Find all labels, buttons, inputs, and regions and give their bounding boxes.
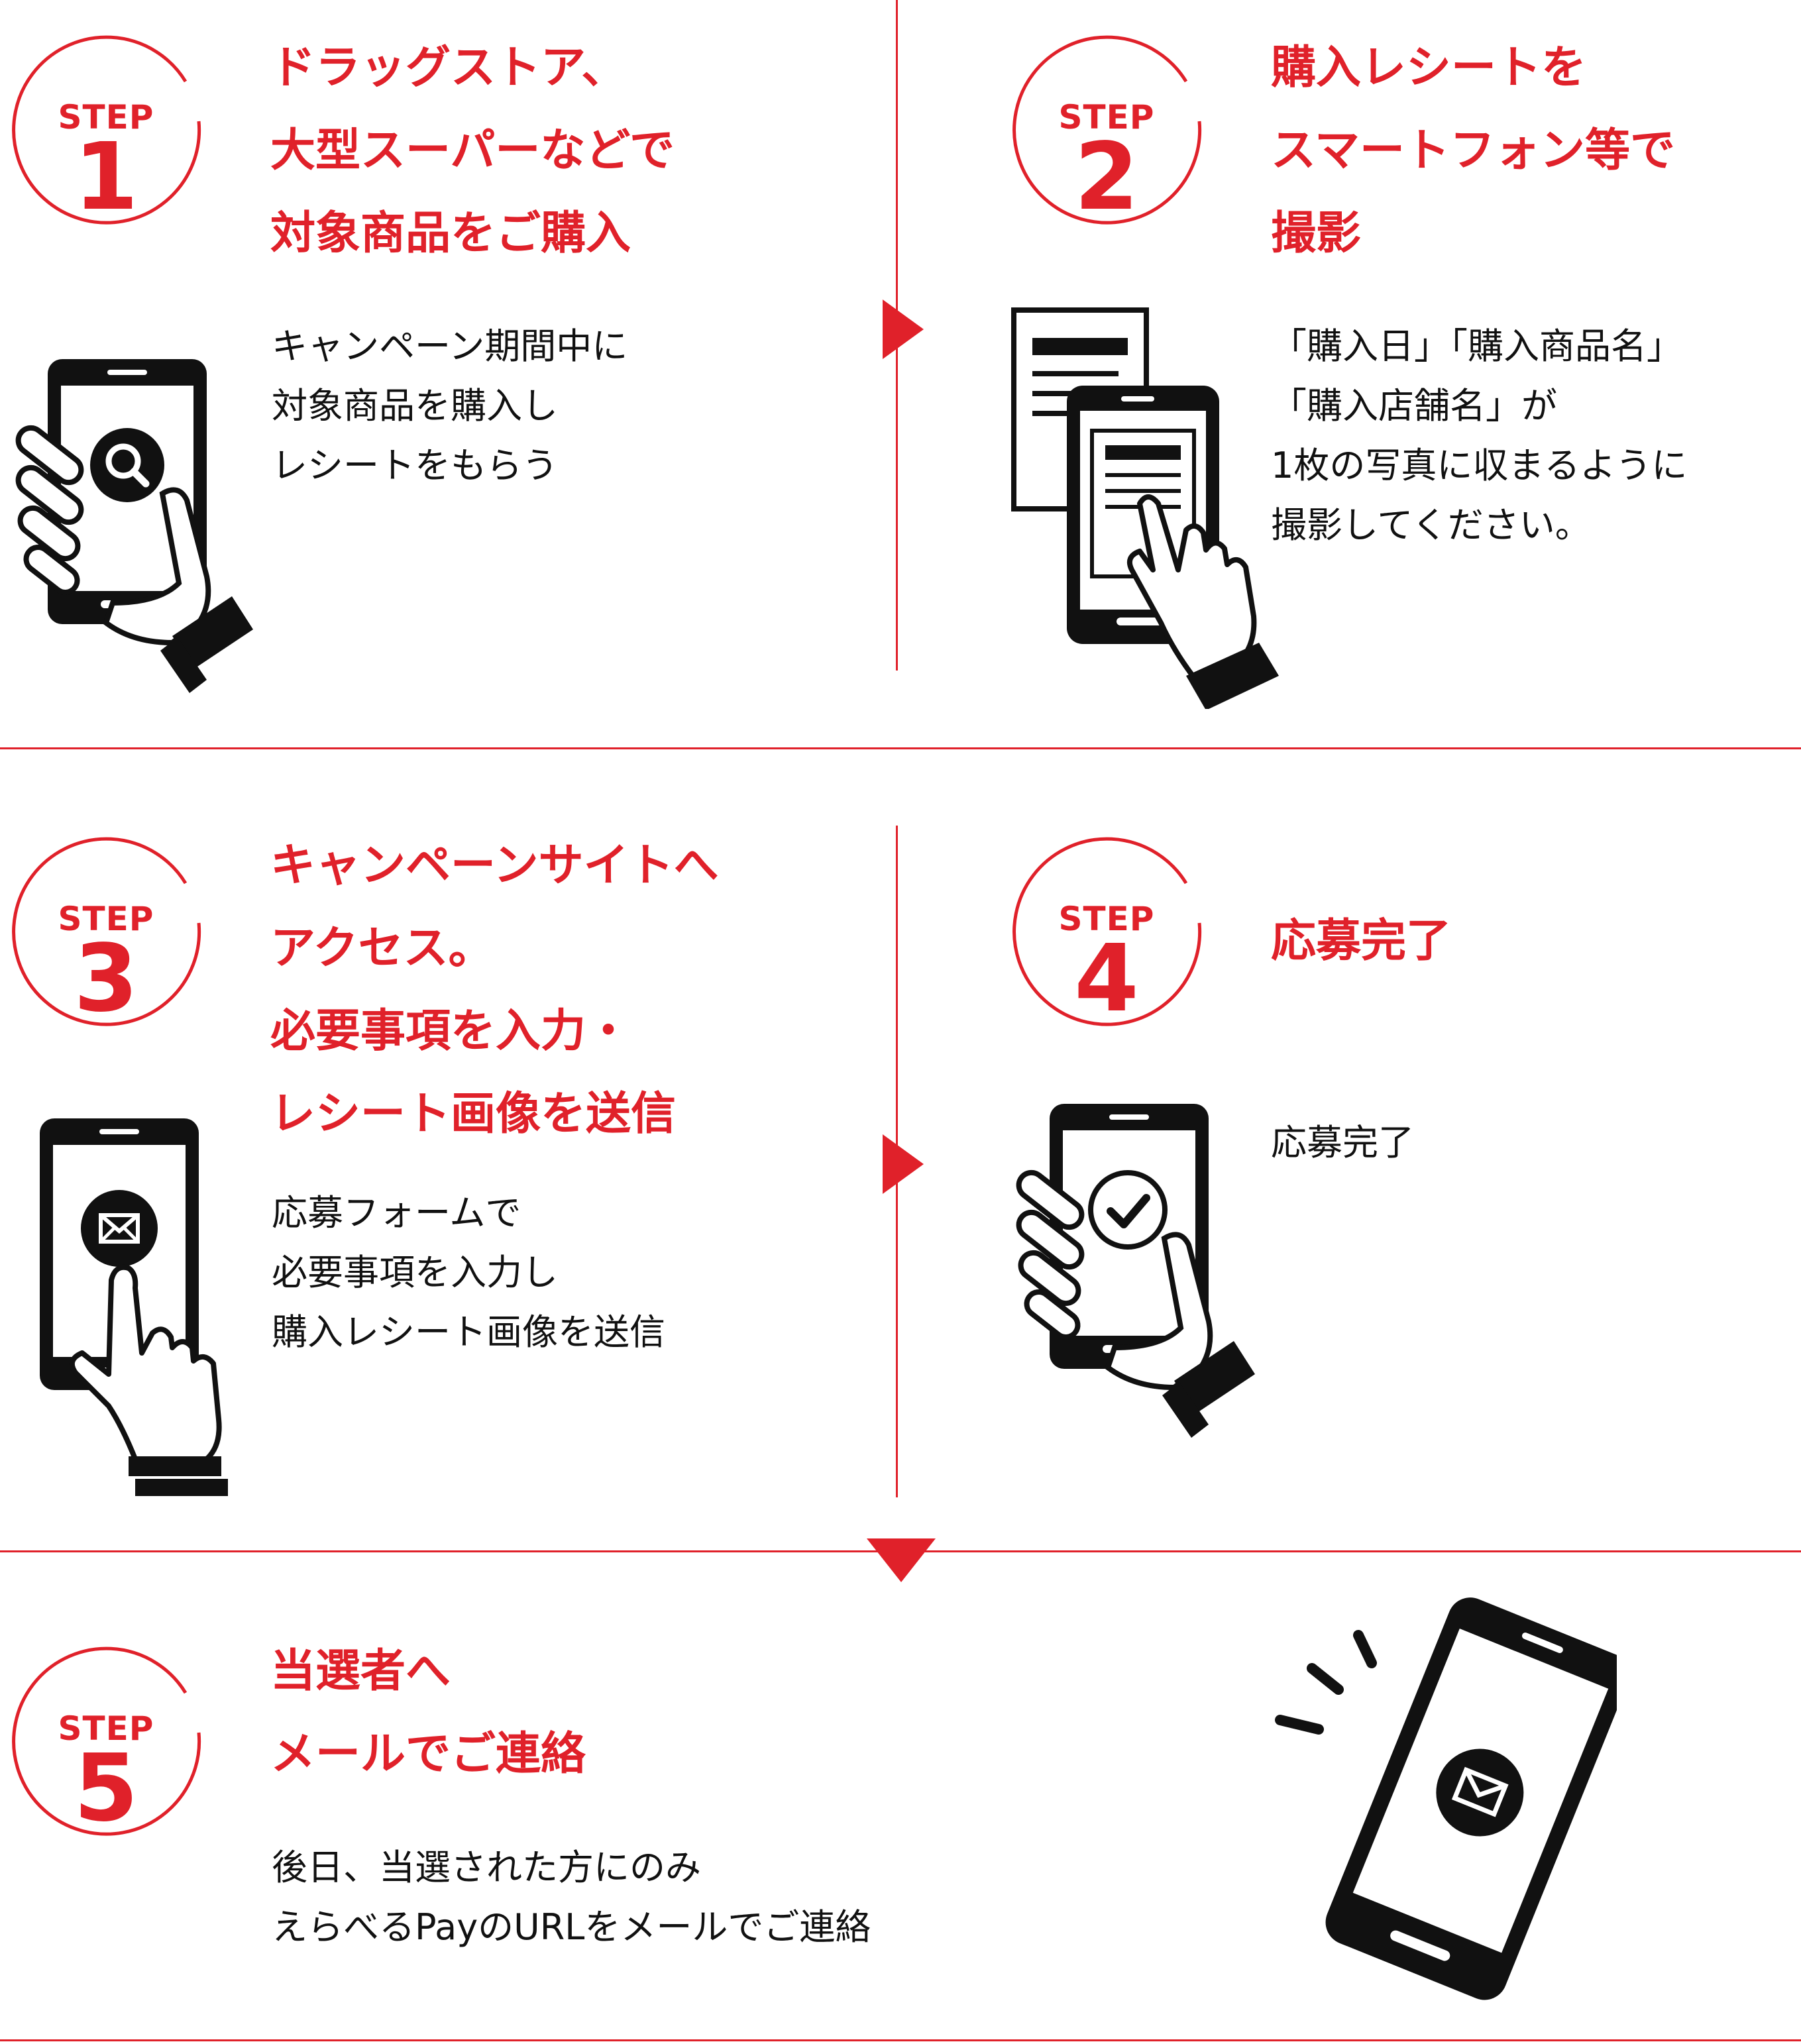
title-line: 対象商品をご購入: [270, 207, 631, 260]
step-number: 5: [74, 1735, 138, 1843]
arrow-right-icon: [883, 299, 924, 359]
row-divider-1: [0, 747, 1801, 749]
hand-holding-phone-search-icon: [15, 359, 253, 693]
phone-mail-notification-icon: [1275, 1597, 1617, 2000]
step-3-title: キャンペーンサイトへ アクセス。 必要事項を入力・ レシート画像を送信: [270, 824, 719, 1156]
desc-line: 応募フォームで: [272, 1192, 521, 1234]
step-3-badge: STEP 3: [0, 827, 212, 1039]
step-4-description: 応募完了: [1271, 1113, 1414, 1173]
step-number: 3: [74, 925, 138, 1033]
step-label: STEP: [1058, 900, 1155, 938]
step-1-title: ドラッグストア、 大型スーパーなどで 対象商品をご購入: [270, 27, 675, 275]
title-line: 購入レシートを: [1271, 42, 1587, 94]
title-line: 応募完了: [1271, 915, 1452, 967]
desc-line: キャンペーン期間中に: [272, 325, 628, 367]
step-5-description: 後日、当選された方にのみ えらべるPayのURLをメールでご連絡: [272, 1838, 871, 1957]
title-line: スマートフォン等で: [1271, 125, 1675, 177]
step-4-title: 応募完了: [1271, 900, 1451, 983]
step-number: 2: [1074, 123, 1139, 231]
title-line: メールでご連絡: [270, 1728, 586, 1780]
title-line: 大型スーパーなどで: [270, 125, 675, 177]
desc-line: 応募完了: [1271, 1122, 1414, 1163]
desc-line: えらべるPayのURLをメールでご連絡: [272, 1906, 871, 1948]
desc-line: 「購入店舗名」が: [1271, 385, 1557, 427]
step-1-badge: STEP 1: [0, 25, 212, 237]
step-3-description: 応募フォームで 必要事項を入力し 購入レシート画像を送信: [272, 1183, 665, 1362]
step-2-description: 「購入日」「購入商品名」 「購入店舗名」が 1枚の写真に収まるように 撮影してく…: [1271, 317, 1687, 555]
title-line: 必要事項を入力・: [270, 1005, 631, 1057]
step-2-badge: STEP 2: [1001, 25, 1213, 237]
step-label: STEP: [1058, 98, 1155, 136]
desc-line: 後日、当選された方にのみ: [272, 1847, 701, 1888]
title-line: 撮影: [1271, 207, 1362, 260]
hand-holding-phone-check-icon: [1016, 1104, 1255, 1438]
phone-receipt-photo-icon: [1011, 307, 1279, 709]
step-number: 4: [1074, 925, 1139, 1033]
step-label: STEP: [58, 1709, 154, 1748]
title-line: アクセス。: [270, 922, 494, 975]
desc-line: 購入レシート画像を送信: [272, 1311, 665, 1353]
title-line: レシート画像を送信: [270, 1088, 677, 1140]
desc-line: 必要事項を入力し: [272, 1252, 558, 1293]
row-divider-3: [0, 2039, 1801, 2041]
step-1-description: キャンペーン期間中に 対象商品を購入し レシートをもらう: [272, 317, 628, 496]
step-4-badge: STEP 4: [1001, 827, 1213, 1039]
desc-line: 撮影してください。: [1271, 504, 1591, 546]
step-label: STEP: [58, 98, 154, 136]
step-5-title: 当選者へ メールでご連絡: [270, 1630, 586, 1796]
phone-tap-mail-icon: [40, 1118, 228, 1496]
desc-line: レシートをもらう: [272, 445, 558, 486]
step-5-badge: STEP 5: [0, 1637, 212, 1849]
title-line: 当選者へ: [270, 1645, 451, 1697]
desc-line: 1枚の写真に収まるように: [1271, 445, 1688, 486]
arrow-down-icon: [867, 1538, 936, 1582]
desc-line: 対象商品を購入し: [272, 385, 558, 427]
title-line: ドラッグストア、: [270, 42, 627, 94]
step-number: 1: [74, 123, 138, 231]
arrow-right-icon: [883, 1134, 924, 1194]
title-line: キャンペーンサイトへ: [270, 839, 719, 892]
desc-line: 「購入日」「購入商品名」: [1271, 325, 1682, 367]
step-2-title: 購入レシートを スマートフォン等で 撮影: [1271, 27, 1675, 275]
step-label: STEP: [58, 900, 154, 938]
